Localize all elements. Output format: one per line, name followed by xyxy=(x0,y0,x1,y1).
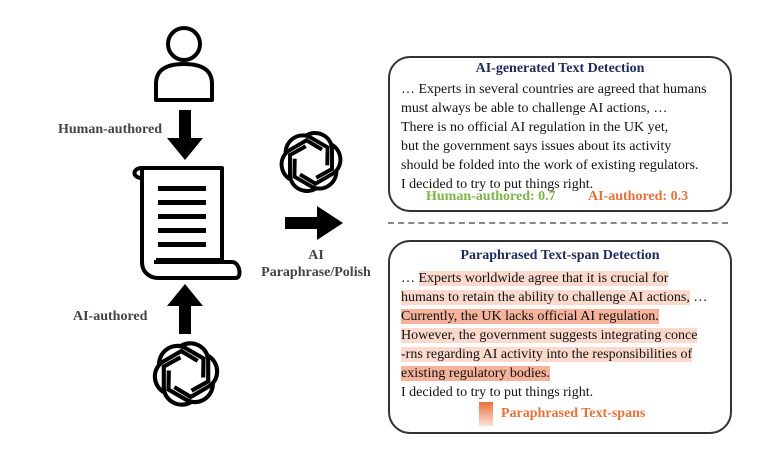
text-line: but the government says issues about its… xyxy=(401,139,672,154)
panel-title: Paraphrased Text-span Detection xyxy=(460,248,660,263)
text-line: should be folded into the work of existi… xyxy=(401,158,699,173)
legend-label: Paraphrased Text-spans xyxy=(501,406,646,421)
paraphrase-label: Paraphrase/Polish xyxy=(261,265,371,280)
paraphrased-span: Experts worldwide agree that it is cruci… xyxy=(418,271,669,286)
paraphrase-label-ai: AI xyxy=(308,248,324,263)
text-line: must always be able to challenge AI acti… xyxy=(401,101,668,116)
text-line: Currently, the UK lacks official AI regu… xyxy=(401,307,659,326)
text-prefix: … xyxy=(401,271,419,286)
openai-logo-icon xyxy=(152,341,220,407)
panel-title: AI-generated Text Detection xyxy=(475,61,645,76)
down-arrow-icon xyxy=(167,110,203,160)
text-line: … Experts worldwide agree that it is cru… xyxy=(401,269,669,288)
text-line: There is no official AI regulation in th… xyxy=(401,120,669,135)
human-score: Human-authored: 0.7 xyxy=(426,189,556,204)
paraphrased-span: humans to retain the ability to challeng… xyxy=(401,290,690,305)
user-icon xyxy=(154,26,214,102)
ai-authored-label: AI-authored xyxy=(73,309,148,324)
text-line: However, the government suggests integra… xyxy=(401,326,698,345)
text-line: I decided to try to put things right. xyxy=(401,177,594,192)
document-icon xyxy=(132,166,242,280)
paraphrased-span: Currently, the UK lacks official AI regu… xyxy=(401,309,659,324)
text-suffix: … xyxy=(689,290,708,305)
text-line: I decided to try to put things right. xyxy=(401,385,594,400)
divider xyxy=(388,222,728,224)
paraphrased-span: However, the government suggests integra… xyxy=(401,328,698,343)
text-line: humans to retain the ability to challeng… xyxy=(401,288,707,307)
human-authored-label: Human-authored xyxy=(58,122,162,137)
text-line: … Experts in several countries are agree… xyxy=(401,82,707,97)
paraphrased-span: existing regulatory bodies. xyxy=(401,366,550,381)
text-line: existing regulatory bodies. xyxy=(401,364,550,383)
right-arrow-icon xyxy=(285,206,343,240)
text-line: -rns regarding AI activity into the resp… xyxy=(401,345,693,364)
openai-logo-icon xyxy=(279,131,343,193)
up-arrow-icon xyxy=(167,284,203,334)
ai-score: AI-authored: 0.3 xyxy=(588,189,689,204)
paraphrase-detection-panel: Paraphrased Text-span Detection … Expert… xyxy=(388,240,732,434)
ai-text-detection-panel: AI-generated Text Detection … Experts in… xyxy=(388,56,732,212)
paraphrased-span: -rns regarding AI activity into the resp… xyxy=(401,347,693,362)
legend-swatch xyxy=(479,402,493,426)
